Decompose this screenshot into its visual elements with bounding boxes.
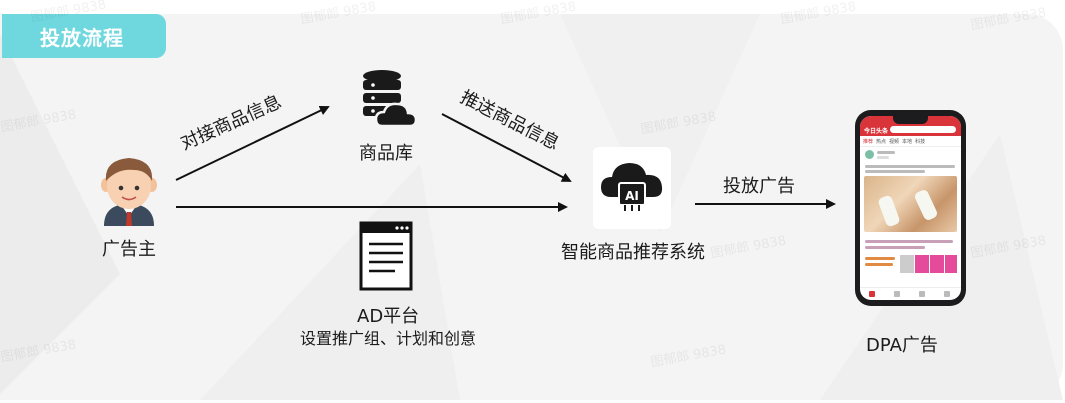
advertiser-label: 广告主: [102, 239, 156, 260]
database-cloud-icon: [363, 70, 418, 128]
ad-platform-label: AD平台: [357, 306, 420, 327]
phone-screen: 今日头条 推荐热点视频本地科技: [860, 116, 961, 300]
arrow-db-to-ai: [441, 113, 572, 182]
ai-system-box: AI: [593, 147, 671, 229]
document-icon: [359, 221, 413, 291]
edge-label-push-info: 推送商品信息: [457, 87, 563, 155]
process-tag-title: 投放流程: [40, 25, 124, 50]
ai-cloud-icon: AI: [601, 163, 663, 211]
ad-platform-sub-label: 设置推广组、计划和创意: [300, 329, 477, 348]
ai-system-label: 智能商品推荐系统: [561, 242, 705, 263]
ai-badge-text: AI: [625, 189, 639, 203]
deliver-ad-label: 投放广告: [723, 176, 795, 197]
edge-label-connect-info: 对接商品信息: [177, 91, 284, 154]
smartphone-icon: 今日头条 推荐热点视频本地科技: [855, 110, 966, 306]
arrow-advertiser-to-db: [175, 105, 330, 181]
process-tag: 投放流程: [2, 14, 166, 58]
dpa-ad-label: DPA广告: [866, 335, 938, 356]
advertiser-avatar-icon: [101, 158, 157, 226]
product-db-label: 商品库: [359, 143, 413, 164]
